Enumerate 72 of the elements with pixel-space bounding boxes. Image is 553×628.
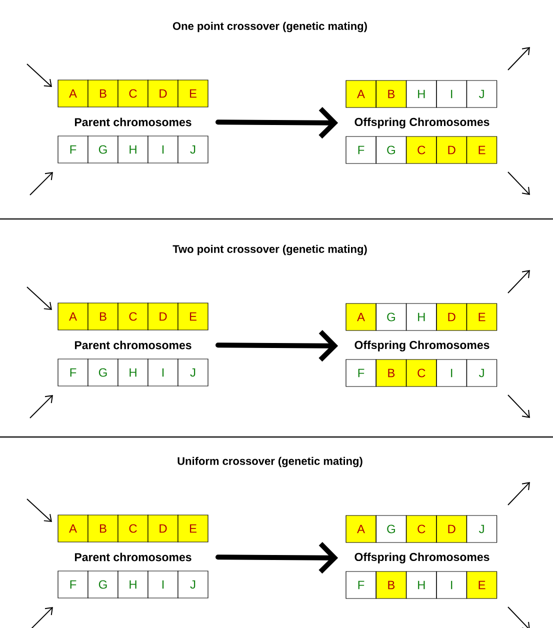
gene-cell: A (346, 303, 376, 331)
gene-cell: G (88, 570, 118, 598)
gene-cell: A (346, 515, 376, 543)
gene-cell: I (148, 136, 178, 164)
gene-cell: A (58, 514, 88, 542)
gene-cell: H (118, 358, 148, 386)
gene-cell: H (118, 136, 148, 164)
gene-cell: F (346, 571, 376, 599)
chromosome-label: Offspring Chromosomes (354, 552, 490, 564)
gene-cell: G (88, 358, 118, 386)
gene-cell: A (58, 302, 88, 330)
arrow (216, 330, 338, 362)
panel-title: Uniform crossover (genetic mating) (178, 456, 362, 468)
gene-cell: D (148, 514, 178, 542)
arrow (216, 542, 338, 574)
gene-cell: B (88, 514, 118, 542)
gene-cell: C (406, 359, 437, 387)
gene-cell: J (178, 136, 208, 164)
gene-cell: C (118, 80, 148, 108)
gene-cell: B (88, 80, 118, 108)
gene-cell: E (466, 303, 498, 331)
gene-cell: J (466, 515, 498, 543)
gene-cell: G (376, 515, 406, 543)
gene-cell: F (58, 570, 88, 598)
gene-cell: F (346, 359, 376, 387)
gene-cell: I (148, 358, 178, 386)
gene-cell: J (466, 359, 498, 387)
gene-cell: E (466, 571, 498, 599)
gene-cell: D (436, 515, 467, 543)
gene-cell: D (148, 302, 178, 330)
gene-cell: E (466, 136, 498, 164)
gene-cell: B (88, 302, 118, 330)
gene-cell: F (58, 136, 88, 164)
gene-cell: D (148, 80, 178, 108)
chromosome-label: Offspring Chromosomes (354, 340, 490, 352)
gene-cell: C (118, 514, 148, 542)
panel-title: One point crossover (genetic mating) (172, 22, 367, 32)
gene-cell: H (118, 570, 148, 598)
gene-cell: E (178, 80, 208, 108)
gene-cell: A (58, 80, 88, 108)
gene-cell: I (436, 80, 467, 108)
gene-cell: G (88, 136, 118, 164)
gene-cell: C (406, 515, 437, 543)
gene-cell: B (376, 359, 406, 387)
gene-cell: D (436, 303, 467, 331)
gene-cell: H (406, 80, 437, 108)
chromosome-label: Offspring Chromosomes (354, 118, 490, 128)
gene-cell: C (406, 136, 437, 164)
gene-cell: I (436, 359, 467, 387)
chromosome-label: Parent chromosomes (74, 552, 192, 562)
chromosome-label: Parent chromosomes (74, 340, 192, 350)
gene-cell: E (178, 514, 208, 542)
gene-cell: I (436, 571, 467, 599)
gene-cell: I (148, 570, 178, 598)
panel-title: Two point crossover (genetic mating) (172, 244, 367, 256)
gene-cell: H (406, 571, 437, 599)
gene-cell: H (406, 303, 437, 331)
gene-cell: G (376, 136, 406, 164)
gene-cell: J (178, 570, 208, 598)
gene-cell: J (466, 80, 498, 108)
arrow (216, 107, 338, 139)
gene-cell: B (376, 571, 406, 599)
gene-cell: G (376, 303, 406, 331)
gene-cell: J (178, 358, 208, 386)
gene-cell: D (436, 136, 467, 164)
gene-cell: E (178, 302, 208, 330)
gene-cell: B (376, 80, 406, 108)
gene-cell: C (118, 302, 148, 330)
gene-cell: F (58, 358, 88, 386)
gene-cell: A (346, 80, 376, 108)
gene-cell: F (346, 136, 376, 164)
chromosome-label: Parent chromosomes (74, 118, 192, 126)
